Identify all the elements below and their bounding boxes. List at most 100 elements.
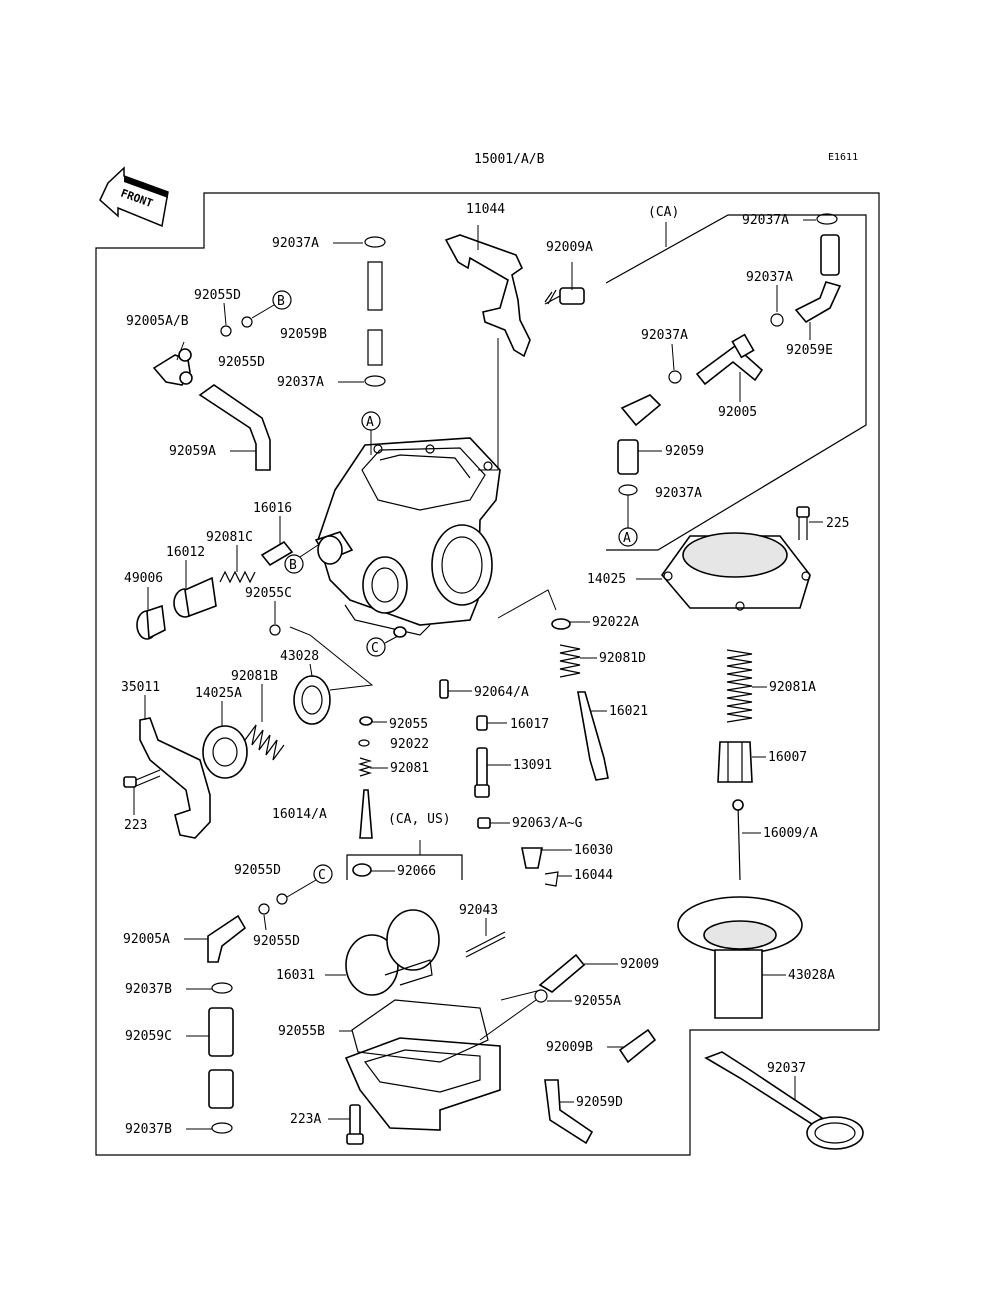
hose-lower — [208, 1069, 234, 1109]
hose-92059D — [544, 1079, 594, 1145]
float-bowl — [344, 1037, 501, 1131]
label-16031: 16031 — [276, 968, 315, 983]
svg-text:C: C — [318, 868, 326, 883]
hose-ca-upper — [820, 234, 840, 276]
svg-text:C: C — [371, 641, 379, 656]
screw-92009 — [538, 953, 586, 993]
oring-92055D-a — [220, 325, 232, 337]
screw-223 — [123, 769, 161, 788]
plug-92066 — [352, 863, 372, 877]
ref-circle-B-top: B — [272, 290, 292, 310]
hose-92059 — [617, 439, 639, 475]
ca-label: (CA) — [648, 205, 679, 220]
label-16030: 16030 — [574, 843, 613, 858]
label-92059A: 92059A — [169, 444, 216, 459]
svg-text:A: A — [366, 415, 374, 430]
oring-92055D-c — [258, 903, 270, 915]
assembly-number: 15001/A/B — [474, 152, 545, 167]
screw-223A — [346, 1104, 364, 1145]
pin-92043 — [465, 931, 506, 953]
clip-92037A-ca4 — [618, 484, 638, 496]
label-16021: 16021 — [609, 704, 648, 719]
ca-us-bracket — [346, 854, 463, 880]
label-92037A-ca4: 92037A — [655, 486, 702, 501]
cap-49006 — [136, 604, 166, 640]
bracket-11044 — [444, 234, 531, 358]
label-92055D-4: 92055D — [253, 934, 300, 949]
label-92063: 92063/A~G — [512, 816, 583, 831]
hose-92059A — [198, 384, 271, 471]
label-92059C: 92059C — [125, 1029, 172, 1044]
label-225: 225 — [826, 516, 849, 531]
clip-92037B-2 — [211, 1122, 233, 1134]
diaphragm-43028 — [293, 675, 331, 725]
label-92037A-ca2: 92037A — [746, 270, 793, 285]
needle-16014A — [359, 789, 373, 839]
label-92043: 92043 — [459, 903, 498, 918]
starter-plunger-16012 — [173, 576, 217, 618]
bracket-35011 — [139, 717, 211, 839]
carburetor-body — [314, 437, 501, 638]
jet-92063 — [477, 817, 491, 829]
label-92037: 92037 — [767, 1061, 806, 1076]
spring-92081A — [726, 649, 753, 723]
label-223A: 223A — [290, 1112, 321, 1127]
label-16007: 16007 — [768, 750, 807, 765]
fitting-on-body — [317, 535, 343, 565]
label-43028A: 43028A — [788, 968, 835, 983]
screw-92009B — [618, 1028, 657, 1064]
label-92037A-top: 92037A — [272, 236, 319, 251]
hose-upper — [367, 261, 383, 311]
label-92005AB: 92005A/B — [126, 314, 189, 329]
label-92059B: 92059B — [280, 327, 327, 342]
label-92055A: 92055A — [574, 994, 621, 1009]
label-92081A: 92081A — [769, 680, 816, 695]
label-92037A-ca3: 92037A — [641, 328, 688, 343]
spring-92081B — [244, 724, 285, 761]
ref-circle-A-ca: A — [618, 527, 638, 547]
screw-225 — [796, 506, 810, 540]
label-92005: 92005 — [718, 405, 757, 420]
ref-circle-A-body: A — [361, 411, 381, 431]
oring-92055A — [534, 989, 548, 1003]
washer-92022A — [551, 618, 571, 630]
label-92009: 92009 — [620, 957, 659, 972]
clip-92037A-ca3 — [668, 370, 682, 384]
plunger-16016 — [260, 540, 294, 567]
label-14025A: 14025A — [195, 686, 242, 701]
tool-92037 — [704, 1051, 864, 1150]
label-92064A: 92064/A — [474, 685, 529, 700]
label-11044: 11044 — [466, 202, 505, 217]
needle-holder-16007 — [717, 741, 753, 783]
label-13091: 13091 — [513, 758, 552, 773]
clip-92037A-ca1 — [816, 213, 838, 225]
label-92005A: 92005A — [123, 932, 170, 947]
ref-circle-C-fitting: C — [313, 864, 333, 884]
label-92055D-2: 92055D — [218, 355, 265, 370]
label-92055C: 92055C — [245, 586, 292, 601]
tee-fitting-92005 — [695, 333, 764, 386]
label-92037B-2: 92037B — [125, 1122, 172, 1137]
drawing-code: E1611 — [828, 152, 858, 163]
pilot-screw-16021 — [577, 691, 609, 781]
label-92081D: 92081D — [599, 651, 646, 666]
label-92022: 92022 — [390, 737, 429, 752]
washer-92022 — [358, 739, 370, 747]
jet-needle-16009A — [737, 804, 741, 881]
label-92037B-1: 92037B — [125, 982, 172, 997]
label-16014A: 16014/A — [272, 807, 327, 822]
fitting-92005AB — [152, 348, 193, 386]
ref-circle-B-mid: B — [284, 554, 304, 574]
label-14025: 14025 — [587, 572, 626, 587]
ref-circle-C-body: C — [366, 637, 386, 657]
front-arrow-icon: FRONT — [99, 166, 169, 228]
float-valve-16030 — [521, 847, 543, 869]
spring-92081D — [559, 644, 581, 678]
label-92059: 92059 — [665, 444, 704, 459]
label-92066: 92066 — [397, 864, 436, 879]
label-92059D: 92059D — [576, 1095, 623, 1110]
label-92009B: 92009B — [546, 1040, 593, 1055]
clip-92037B-1 — [211, 982, 233, 994]
clip-92037A-mid — [364, 375, 386, 387]
